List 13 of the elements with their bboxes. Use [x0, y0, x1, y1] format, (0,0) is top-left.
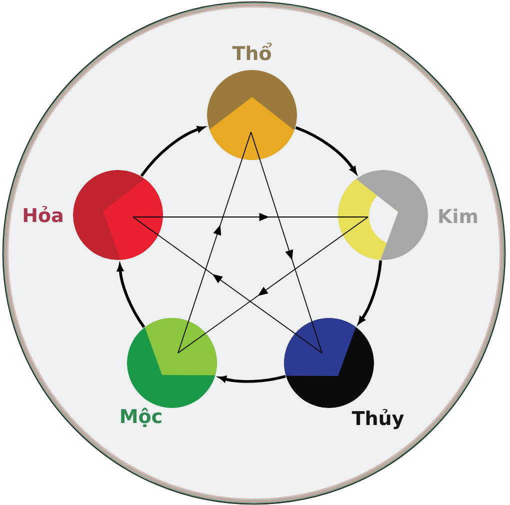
curved-arrow [218, 374, 286, 383]
label: Kim [439, 208, 478, 223]
label: Thổ [232, 42, 272, 60]
label: Hỏa [24, 206, 62, 222]
label: Mộc [121, 408, 162, 428]
arrow [178, 132, 252, 354]
label: Thủy [352, 408, 404, 430]
arrow [132, 216, 322, 354]
curved-arrow [295, 126, 357, 174]
curved-arrow [358, 260, 382, 324]
curved-arrow [140, 126, 205, 177]
arrow [250, 132, 322, 354]
arrow [178, 216, 368, 354]
